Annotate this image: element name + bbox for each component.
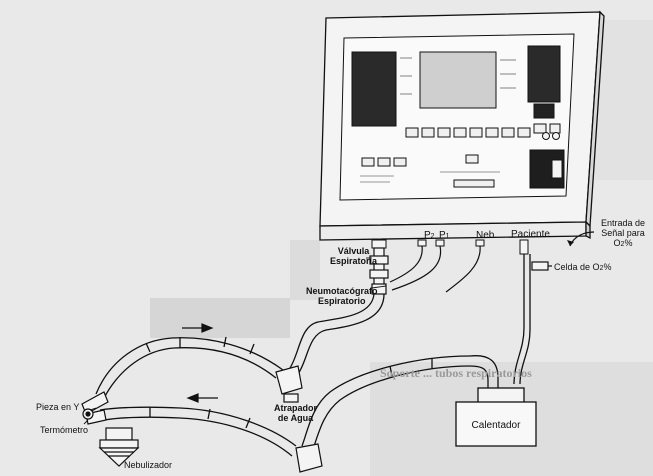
expiratory-tube [95,293,385,399]
flow-arrows [182,323,218,403]
leader-lines [83,257,387,425]
label-neb: Neb. [476,230,498,241]
label-entrada-senal: Entrada de Señal para O2% [600,218,646,248]
label-paciente: Paciente [511,229,550,240]
background-caption: Soporte ... tubos respiratorios [380,366,532,380]
inspiratory-tube [99,355,471,457]
lower-keys [361,154,495,188]
central-screen [419,51,497,109]
nebulizer [98,427,140,467]
o2-cell [531,261,552,271]
right-button-block [533,103,555,119]
y-piece [81,391,109,425]
label-atrapador-de-agua: Atrapador de Agua [274,403,318,423]
expiratory-valve [369,247,389,295]
label-p2: P2 [424,230,435,241]
left-display-column [351,51,397,127]
panel-markings [360,57,516,183]
label-valvula-espiratoria: Válvula Espiratoria [330,246,378,266]
calentador-unit [455,387,537,447]
label-termometro: Termómetro [40,425,89,435]
label-calentador: Calentador [471,420,521,431]
control-panel [339,33,575,201]
right-display-column [527,45,561,103]
water-trap-upper [275,365,303,403]
humidifier-connection [469,254,531,392]
label-pieza-en-y: Pieza en Y [36,402,80,412]
label-neumotacografo: Neumotacógrafo Espiratorio [306,286,378,306]
label-nebulizador: Nebulizador [124,460,173,470]
label-p1: P1 [439,230,450,241]
ports [371,239,529,255]
water-trap-lower [295,443,323,473]
key-row [405,123,561,138]
label-celda-o2: Celda de O2% [554,262,612,272]
pressure-lines [389,245,481,293]
